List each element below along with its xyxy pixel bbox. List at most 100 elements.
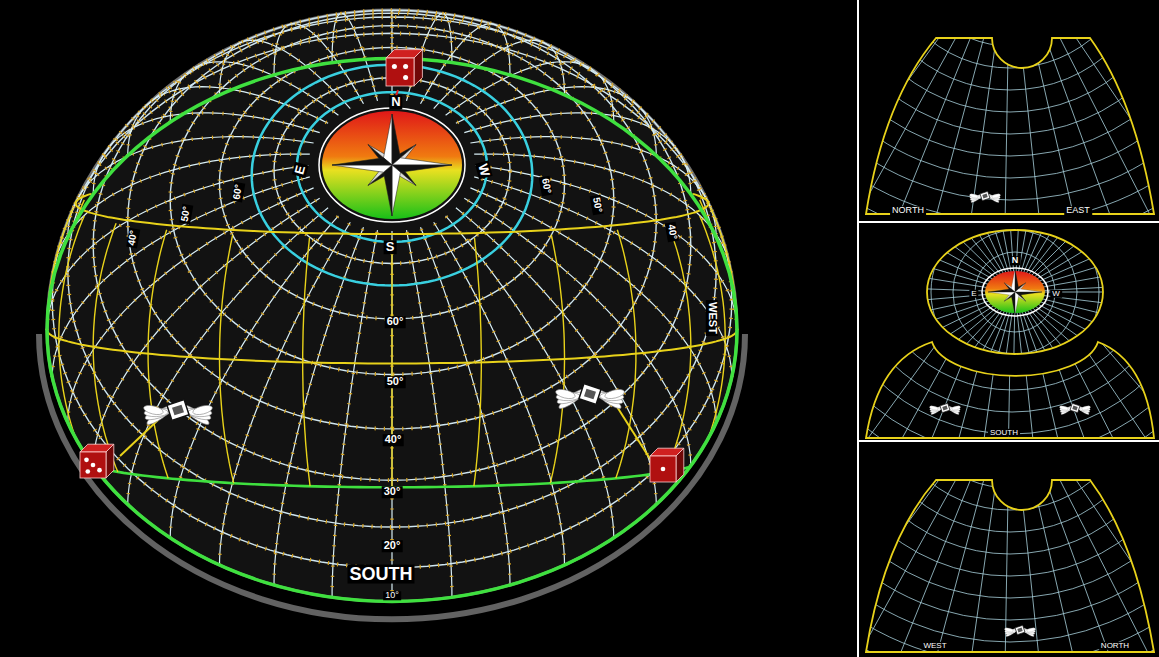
drawing-part bbox=[857, 240, 1012, 657]
label-text: NORTH bbox=[890, 206, 926, 215]
drawing-part bbox=[719, 382, 1010, 657]
tick-marks bbox=[456, 87, 656, 156]
drawing-part bbox=[604, 388, 625, 401]
drawing-part bbox=[106, 444, 114, 478]
dice-icon bbox=[386, 50, 422, 86]
label-text: S bbox=[384, 240, 397, 254]
drawing-part bbox=[1015, 292, 1042, 295]
drawing-part bbox=[414, 240, 1012, 292]
tick-marks bbox=[93, 113, 320, 195]
drawing-part bbox=[948, 320, 1072, 444]
label-text: 50° bbox=[179, 204, 193, 225]
drawing-part bbox=[697, 0, 1015, 292]
label-text: 20° bbox=[382, 540, 403, 552]
drawing-part bbox=[1010, 382, 1159, 383]
compass-ring bbox=[319, 108, 465, 222]
drawing-part bbox=[640, 12, 1159, 657]
horizon-ring bbox=[47, 59, 737, 602]
drawing-part bbox=[530, 0, 1159, 657]
azimuth-line bbox=[128, 208, 328, 505]
drawing-part bbox=[640, 0, 1159, 310]
compass-rose bbox=[319, 108, 465, 222]
winged-icon bbox=[555, 384, 626, 412]
drawing-part bbox=[796, 24, 1159, 456]
drawing-part bbox=[887, 164, 1143, 420]
drawing-part bbox=[618, 0, 1159, 657]
drawing-part bbox=[664, 0, 1159, 588]
drawing-part bbox=[728, 100, 1159, 657]
drawing-part bbox=[1010, 382, 1073, 657]
drawing-part bbox=[574, 0, 1159, 376]
drawing-part bbox=[840, 68, 1159, 412]
tick-marks bbox=[446, 216, 614, 538]
hour-line bbox=[391, 239, 392, 487]
drawing-part bbox=[1015, 292, 1159, 657]
drawing-part bbox=[926, 0, 1094, 24]
drawing-part bbox=[1010, 382, 1159, 455]
tick-marks bbox=[474, 154, 732, 283]
drawing-part bbox=[951, 405, 961, 411]
drawing-part bbox=[785, 0, 1010, 496]
drawing-part bbox=[706, 0, 1159, 244]
label-text: E bbox=[969, 290, 978, 298]
drawing-part bbox=[1026, 627, 1036, 633]
drawing-part bbox=[684, 0, 1159, 266]
drawing-part bbox=[473, 240, 1012, 503]
drawing-part bbox=[1015, 292, 1159, 657]
drawing-part bbox=[1012, 0, 1043, 240]
drawing-part bbox=[1015, 292, 1159, 657]
drawing-part bbox=[392, 165, 400, 216]
drawing-part bbox=[509, 240, 1012, 567]
drawing-part bbox=[1070, 403, 1080, 412]
label-text: 40° bbox=[383, 434, 404, 446]
label-text: 30° bbox=[382, 486, 403, 498]
drawing-part bbox=[991, 193, 1001, 199]
dice-icon bbox=[650, 448, 684, 482]
label-text: N bbox=[389, 95, 402, 109]
drawing-part bbox=[1010, 0, 1041, 382]
drawing-part bbox=[1012, 0, 1159, 240]
hour-line bbox=[666, 223, 691, 472]
drawing-part bbox=[579, 384, 601, 405]
drawing-part bbox=[445, 240, 1012, 435]
drawing-part bbox=[1012, 0, 1159, 240]
tick-marks bbox=[446, 62, 614, 122]
compass-disc bbox=[322, 111, 462, 219]
drawing-part bbox=[80, 452, 106, 478]
drawing-part bbox=[721, 240, 1012, 657]
drawing-part bbox=[1011, 292, 1015, 315]
drawing-part bbox=[1081, 405, 1091, 411]
azimuth-line bbox=[446, 62, 614, 122]
drawing-part bbox=[1012, 240, 1159, 385]
drawing-part bbox=[1010, 382, 1159, 657]
drawing-part bbox=[403, 64, 408, 69]
tick-marks bbox=[434, 40, 565, 108]
drawing-part bbox=[172, 405, 184, 416]
compass-ring bbox=[982, 268, 1048, 316]
drawing-part bbox=[410, 361, 1010, 382]
label-text: 40° bbox=[665, 222, 679, 243]
hour-line bbox=[616, 230, 636, 479]
panel-grid bbox=[410, 0, 1159, 657]
drawing-part bbox=[606, 292, 1015, 657]
drawing-part bbox=[686, 0, 1159, 566]
drawing-part bbox=[601, 0, 1159, 657]
drawing-part bbox=[750, 122, 1159, 642]
panel-outline bbox=[866, 342, 1154, 438]
leader-line bbox=[120, 420, 158, 456]
drawing-part bbox=[192, 404, 213, 417]
glass-dome bbox=[47, 10, 737, 601]
drawing-part bbox=[645, 0, 1159, 657]
label-text: WEST bbox=[706, 300, 718, 336]
drawing-part bbox=[882, 254, 1138, 510]
drawing-part bbox=[1059, 405, 1069, 411]
drawing-part bbox=[554, 0, 1159, 657]
label-text: 60° bbox=[539, 176, 553, 197]
drawing-part bbox=[942, 406, 947, 411]
winged-icon bbox=[969, 191, 1001, 203]
drawing-part bbox=[1015, 188, 1159, 292]
drawing-part bbox=[1012, 0, 1159, 240]
drawing-part bbox=[1010, 0, 1159, 85]
azimuth-line bbox=[456, 208, 656, 505]
drawing-part bbox=[1010, 0, 1159, 284]
